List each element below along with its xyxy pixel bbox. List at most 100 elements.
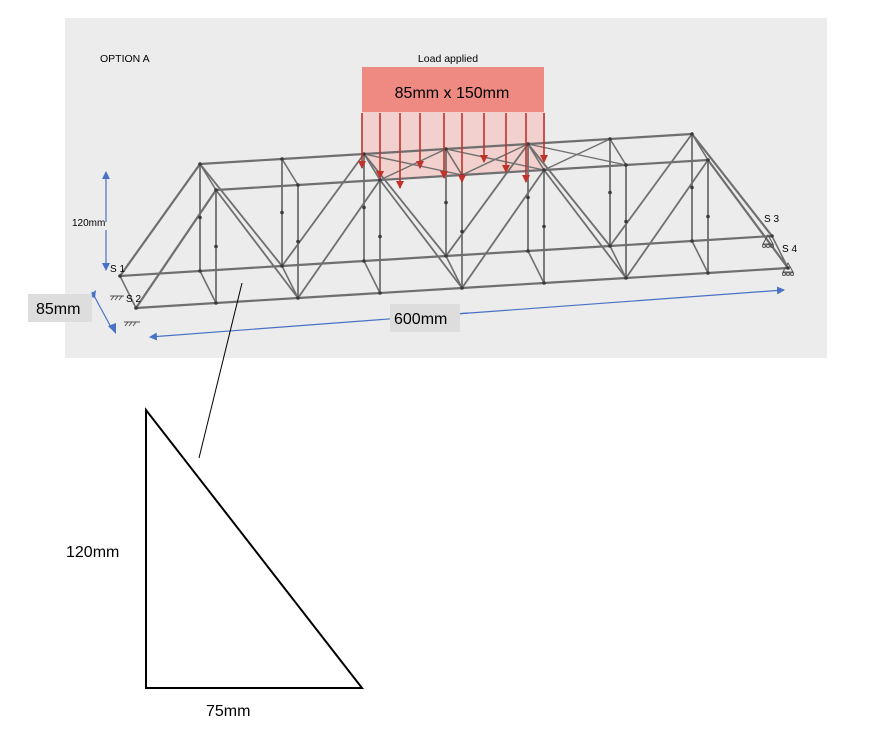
truss-member [691,133,709,161]
truss-joint [608,244,612,248]
option-label: OPTION A [100,53,150,65]
load-applied-label: Load applied [418,53,478,65]
truss-member [543,163,627,172]
truss-member [363,147,447,156]
truss-member [609,138,627,166]
truss-member [281,152,365,161]
truss-member [543,169,627,279]
truss-member [199,270,217,304]
truss-joint [280,210,284,215]
truss-member [461,143,529,176]
truss-member [281,265,299,299]
truss-joint [542,281,546,285]
truss-joint [542,168,546,172]
truss-joint [706,158,710,162]
truss-joint [460,286,464,290]
length-dimension-line-right [455,286,785,315]
truss-member [461,281,545,290]
truss-joint [296,239,300,244]
truss-joint [770,234,774,238]
support-label-s3: S 3 [764,214,779,225]
truss-joint [134,306,138,310]
truss-member [379,286,463,295]
truss-joint [198,162,202,166]
truss-member [527,143,545,171]
truss-member [297,179,381,299]
truss-member [199,163,217,191]
truss-member [297,291,381,300]
width-label: 85mm [36,301,80,318]
truss-member [199,163,283,267]
truss-joint [118,274,122,278]
truss-member [297,178,381,187]
truss-member [215,183,299,192]
width-arrow-bottom [108,323,116,334]
truss-joint [460,229,464,234]
truss-member [199,157,283,166]
truss-member [609,132,693,141]
truss-member [363,254,447,263]
truss-member [363,260,381,294]
truss-member [119,275,137,309]
truss-member [135,189,217,309]
truss-joint [690,185,694,190]
truss-joint [608,190,612,195]
load-dims-label: 85mm x 150mm [395,85,510,102]
truss-joint [526,195,530,200]
truss-member [771,235,789,269]
truss-member [379,173,463,182]
width-dimension-line [91,291,113,330]
truss-joint [362,205,366,210]
truss-joint [280,157,284,161]
truss-joint [706,271,710,275]
support-s4-symbol [782,261,794,276]
truss-member [543,276,627,285]
truss-joint [214,188,218,192]
truss-joint [542,224,546,229]
truss-member [527,137,611,146]
truss-joint [214,301,218,305]
truss-member [281,153,365,267]
width-label-bg [28,294,92,322]
truss-joints [118,132,790,310]
truss-member [445,142,529,151]
truss-joint [624,219,628,224]
truss-joint [378,178,382,182]
truss-member [707,159,789,269]
length-label: 600mm [394,311,447,328]
truss-member [691,240,709,274]
truss-member [135,301,217,310]
truss-joint [198,215,202,220]
truss-member [691,133,773,237]
truss-member [215,189,299,299]
truss-member [543,138,611,171]
triangle-base-label: 75mm [206,703,250,720]
truss-joint [444,147,448,151]
truss-member [691,234,773,243]
truss-member [527,244,611,253]
truss-joint [624,276,628,280]
support-label-s4: S 4 [782,244,797,255]
truss-joint [690,132,694,136]
truss-member [215,296,299,305]
height-label: 120mm [72,218,105,229]
truss-joint [444,200,448,205]
section-leader-line [198,282,243,459]
cross-section-triangle [145,407,365,689]
load-box [362,67,544,112]
length-label-bg [390,304,460,332]
support-s3-symbol [762,233,774,248]
truss-joint [378,234,382,239]
support-s1-symbol [110,295,124,301]
truss-joint [362,152,366,156]
truss-member [199,264,283,273]
truss-joint [706,214,710,219]
truss-joint [786,266,790,270]
truss-joint [214,244,218,249]
truss-member [445,143,529,257]
truss-member [445,148,463,176]
truss-structure [119,132,789,310]
truss-member [461,169,545,289]
truss-member [281,158,299,186]
load-area [362,112,545,180]
